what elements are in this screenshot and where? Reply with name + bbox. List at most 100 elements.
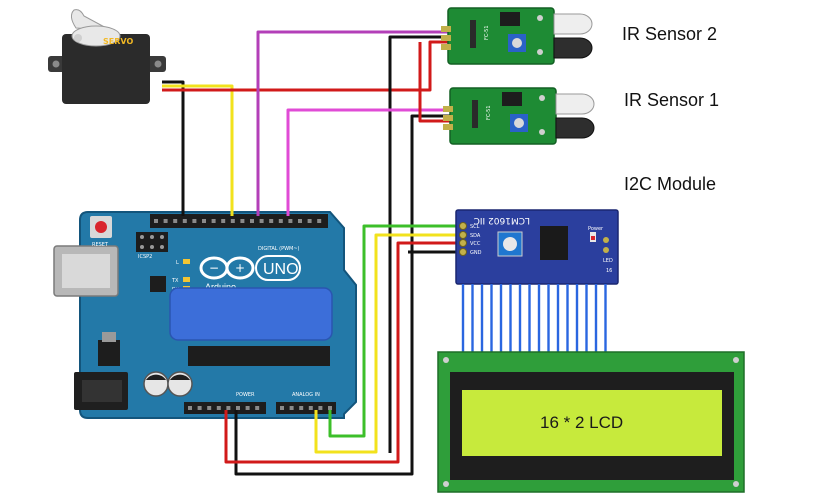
- wire-ir1-ground: [234, 114, 450, 476]
- servo-body: [62, 34, 150, 104]
- digital-pin: [230, 219, 235, 223]
- wire-servo-signal: [162, 84, 234, 216]
- ir-sensor-1-label: IR Sensor 1: [624, 90, 719, 110]
- power-pin: [188, 406, 192, 410]
- digital-pin: [202, 219, 206, 223]
- servo-brand-text: SERVO: [103, 37, 133, 46]
- i2c-power-label: Power: [588, 226, 604, 232]
- digital-pin: [298, 219, 302, 223]
- wire-i2c-vcc: [224, 241, 460, 464]
- analog-pin: [289, 406, 294, 410]
- arduino-brand-text: Arduino: [205, 282, 236, 292]
- power-pin: [197, 406, 202, 410]
- svg-text:−: −: [209, 261, 219, 275]
- svg-text:+: +: [235, 261, 245, 275]
- ir1-receiver: [555, 117, 595, 139]
- atmega-chip: [188, 346, 330, 366]
- power-header: [184, 402, 266, 414]
- analog-pin: [299, 406, 304, 410]
- i2c-board: [455, 209, 619, 285]
- power-pins: [188, 406, 260, 410]
- digital-header-label: DIGITAL (PWM~): [258, 246, 300, 252]
- digital-pin: [182, 219, 187, 223]
- power-pin: [236, 406, 240, 410]
- wires: [162, 30, 460, 476]
- wire-servo-ground: [162, 80, 185, 216]
- arduino-uno-board: RESET ICSP2 DIGITAL (PWM~) L TX RX − + U…: [53, 211, 357, 419]
- ir-sensor-2: FC-51: [441, 7, 593, 65]
- digital-pins: [154, 219, 322, 223]
- digital-header: [150, 214, 328, 228]
- digital-pin: [250, 219, 254, 223]
- digital-pin: [211, 219, 216, 223]
- digital-pin: [154, 219, 158, 223]
- analog-pins: [280, 406, 332, 410]
- wire-i2c-sda: [314, 233, 460, 454]
- i2c-pin-label: GND: [470, 250, 482, 256]
- digital-pin: [317, 219, 322, 223]
- wire-ir2-signal: [256, 30, 448, 216]
- ir2-emitter: [553, 13, 593, 35]
- analog-pin: [328, 406, 332, 410]
- analog-header: [276, 402, 336, 414]
- power-pin: [216, 406, 221, 410]
- ir2-receiver: [553, 37, 593, 59]
- wire-servo-power: [162, 40, 448, 92]
- digital-pin: [288, 219, 293, 223]
- digital-pin: [259, 219, 264, 223]
- i2c-pin-label: VCC: [470, 241, 481, 247]
- digital-pin: [240, 219, 245, 223]
- led-l-label: L: [176, 260, 179, 266]
- i2c-pin: [459, 231, 467, 239]
- power-pin: [207, 406, 212, 410]
- lcd-text: 16 * 2 LCD: [540, 413, 623, 432]
- servo-horn: [70, 9, 111, 31]
- power-pin: [226, 406, 231, 410]
- usb-chip: [150, 276, 166, 292]
- lcd-display: 16 * 2 LCD: [437, 351, 745, 493]
- led-l: [183, 259, 190, 264]
- ir-sensor-2-label: IR Sensor 2: [622, 24, 717, 44]
- i2c-pin: [459, 248, 467, 256]
- i2c-chip: [540, 226, 568, 260]
- digital-pin: [278, 219, 283, 223]
- digital-pin: [163, 219, 168, 223]
- capacitors: [143, 371, 193, 397]
- digital-pin: [192, 219, 197, 223]
- led-tx: [183, 277, 190, 282]
- icsp2-label: ICSP2: [138, 254, 152, 260]
- wire-ir2-ground: [388, 35, 448, 453]
- wire-ir1-power: [418, 42, 450, 123]
- i2c-pin-label: SCL: [470, 224, 480, 230]
- analog-pin: [318, 406, 323, 410]
- wire-ir1-signal: [286, 108, 450, 216]
- digital-pin: [307, 219, 312, 223]
- power-pin: [245, 406, 250, 410]
- digital-pin: [173, 219, 178, 223]
- analog-pin: [308, 406, 313, 410]
- lcd-bus-wires: [460, 284, 608, 361]
- uno-logo-text: UNO: [263, 261, 299, 278]
- i2c-pin: [459, 222, 467, 230]
- reset-label: RESET: [92, 242, 109, 248]
- i2c-pin: [459, 239, 467, 247]
- ir2-board-label: FC-51: [484, 25, 490, 40]
- led-tx-label: TX: [171, 278, 179, 284]
- ir1-board-label: FC-51: [486, 105, 492, 120]
- ir1-emitter: [555, 93, 595, 115]
- i2c-module-label: I2C Module: [624, 174, 716, 194]
- main-label-plate: [169, 287, 333, 341]
- icsp2-header: ICSP2: [136, 232, 168, 260]
- i2c-board-title: LCM1602 IIC: [474, 215, 530, 225]
- i2c-pin-label: SDA: [470, 233, 481, 239]
- i2c-pin-header: SCL SDA VCC GND: [459, 222, 482, 256]
- servo-motor: SERVO: [48, 9, 166, 104]
- wire-i2c-scl: [328, 224, 460, 438]
- power-header-label: POWER: [236, 392, 255, 398]
- analog-pin: [280, 406, 284, 410]
- analog-header-label: ANALOG IN: [292, 392, 320, 398]
- i2c-pin16-label: 16: [606, 268, 612, 274]
